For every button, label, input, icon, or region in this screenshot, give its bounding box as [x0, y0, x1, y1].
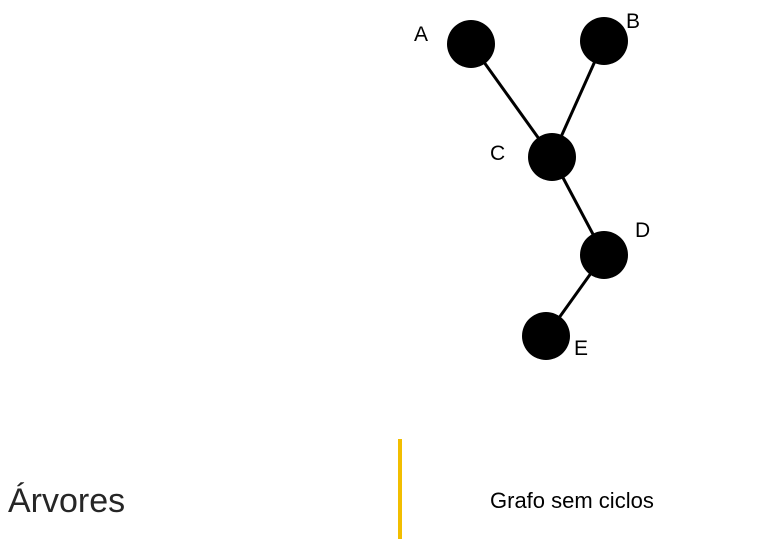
labels-layer: A B C D E	[414, 10, 650, 360]
node-label-c: C	[490, 142, 505, 165]
node-a	[447, 20, 495, 68]
slide-caption: Grafo sem ciclos	[490, 488, 654, 513]
nodes-layer	[447, 17, 628, 360]
node-label-d: D	[635, 219, 650, 242]
slide-title: Árvores	[8, 482, 126, 520]
node-d	[580, 231, 628, 279]
accent-divider	[398, 439, 402, 539]
node-label-b: B	[626, 10, 640, 33]
node-e	[522, 312, 570, 360]
node-label-a: A	[414, 23, 428, 46]
node-c	[528, 133, 576, 181]
node-b	[580, 17, 628, 65]
edges-layer	[469, 40, 606, 337]
node-label-e: E	[574, 337, 588, 360]
